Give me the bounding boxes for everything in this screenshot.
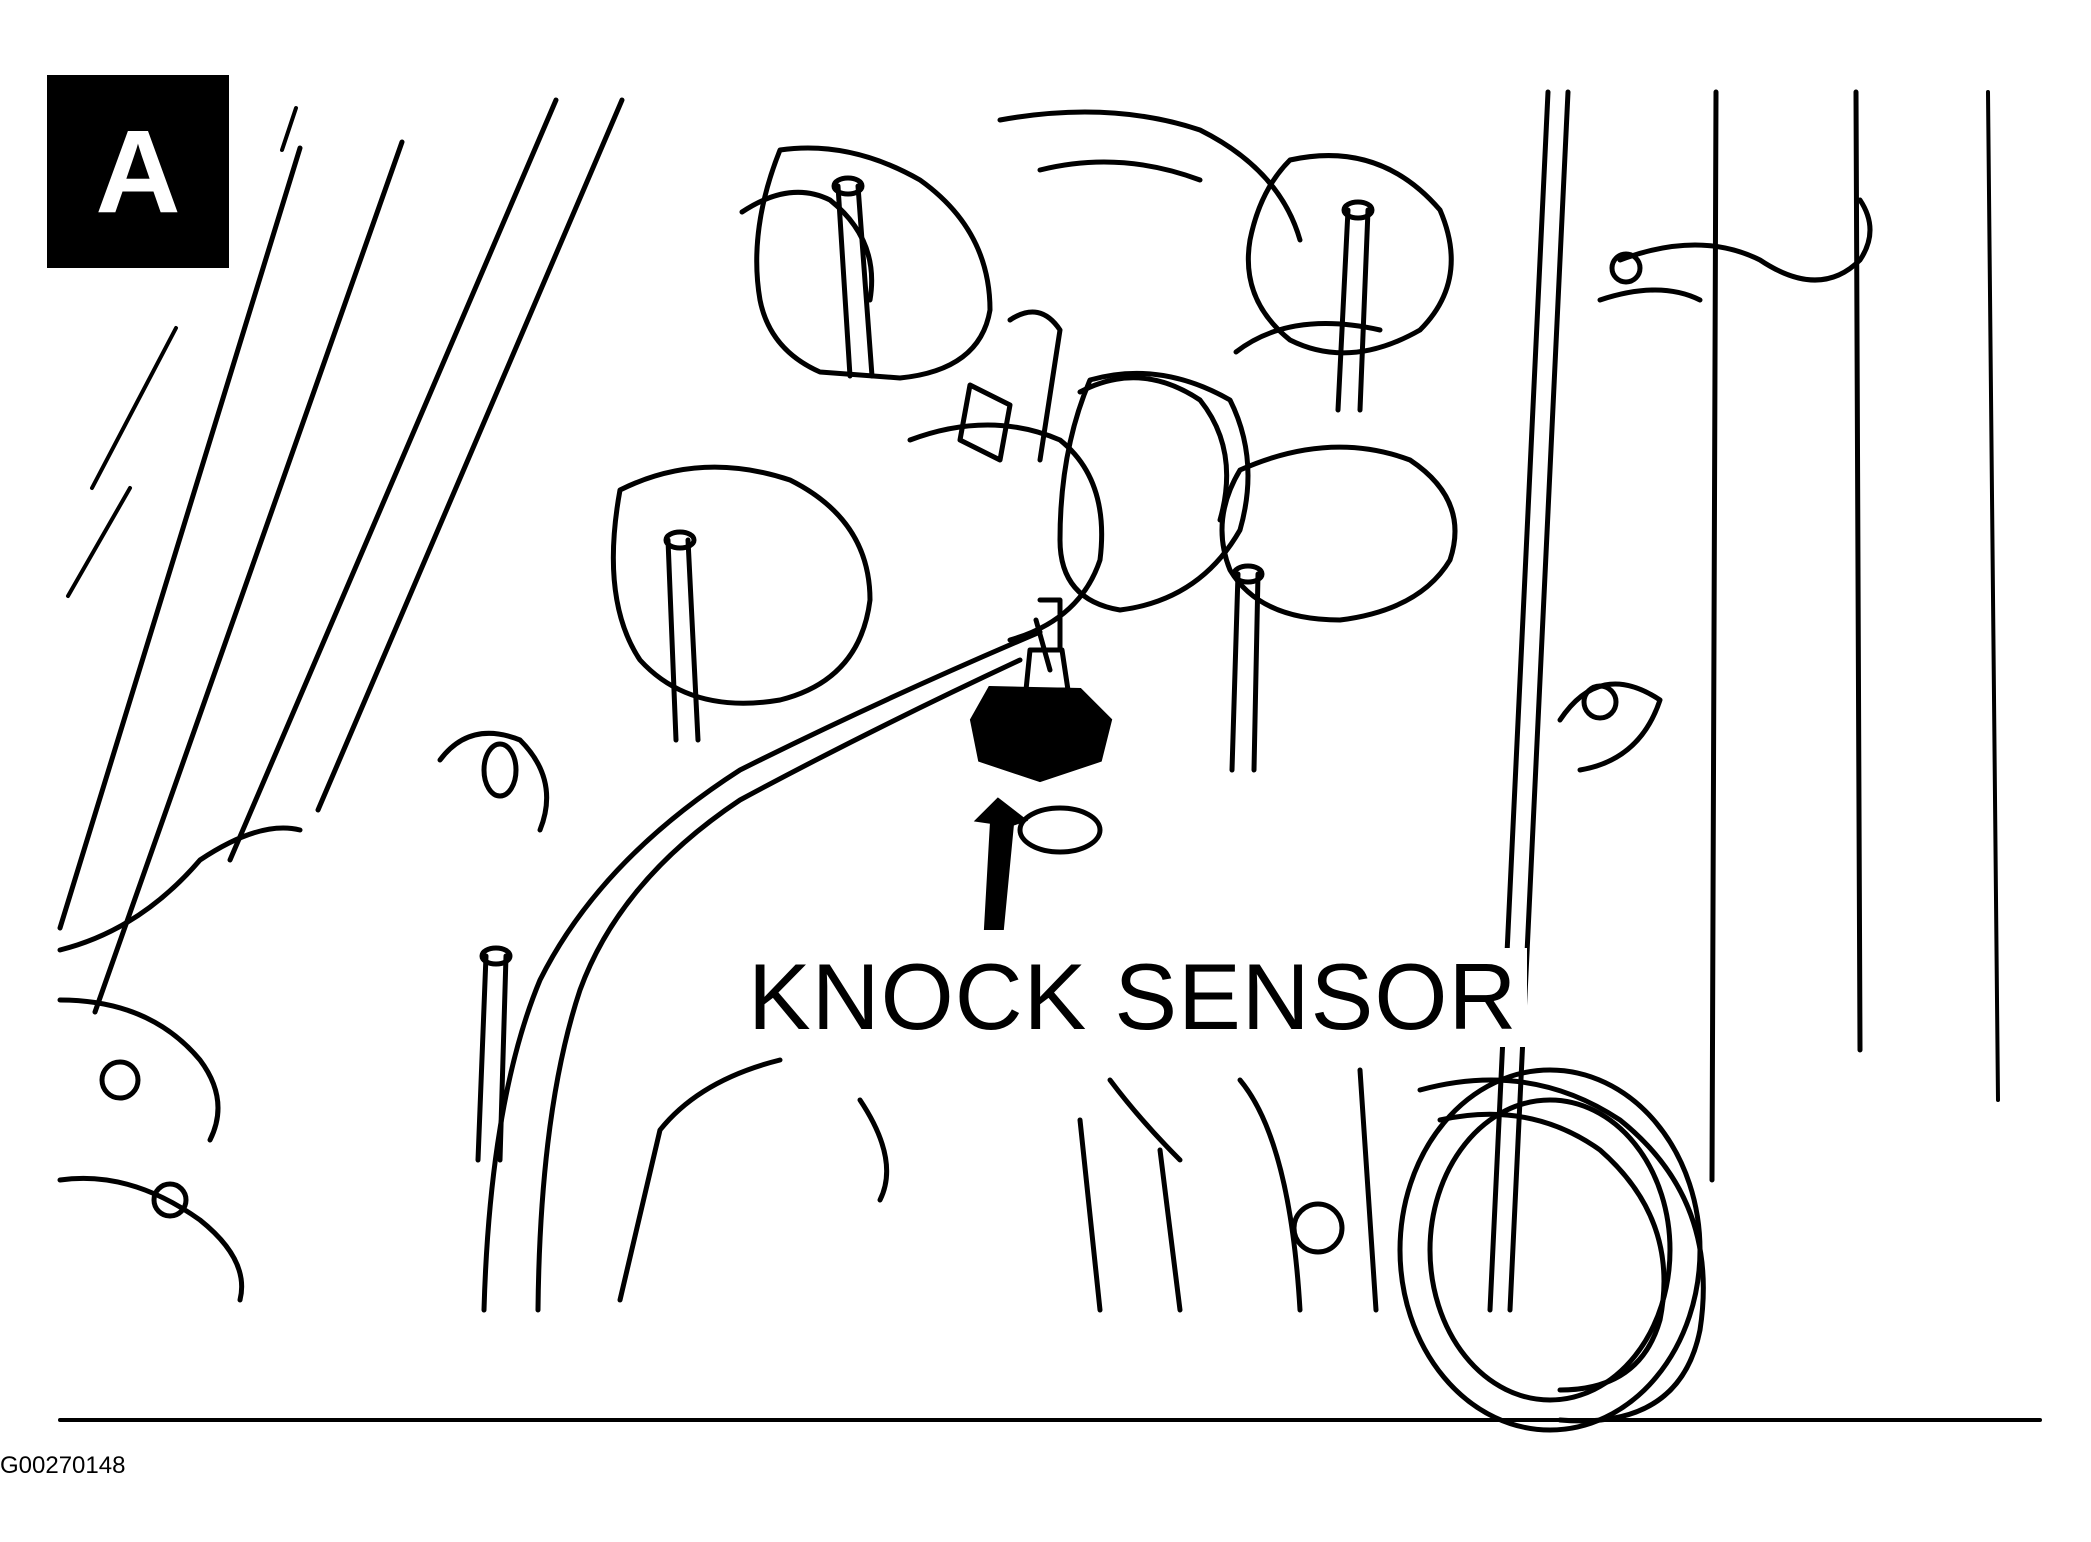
left-frame-rails: [57, 97, 625, 1015]
panel-badge: A: [47, 75, 229, 268]
sensor-pointer-arrow: [973, 797, 1029, 930]
figure-id: G00270148: [0, 1452, 126, 1479]
right-frame-rails: [1487, 89, 2000, 1313]
lower-right-pulley: [1291, 681, 1706, 1433]
knock-sensor-label: KNOCK SENSOR: [738, 947, 1528, 1047]
lower-casting-lines: [617, 1057, 1379, 1313]
sensor-wire-harness: [481, 617, 1053, 1313]
central-housing: [957, 109, 1303, 613]
intake-port-flanges: [610, 145, 1458, 706]
panel-label: A: [95, 105, 181, 238]
knock-sensor-body: [969, 597, 1113, 855]
upper-right-bracket: [1597, 197, 1873, 303]
lower-left-bracket: [57, 730, 550, 1303]
